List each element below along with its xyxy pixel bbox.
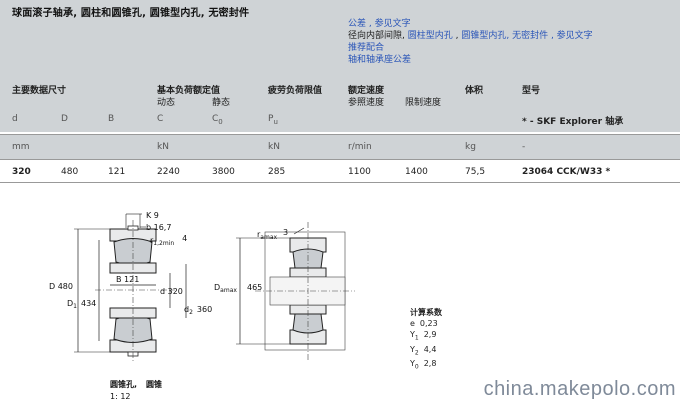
basic-load-header: 基本负荷额定值 xyxy=(157,86,221,96)
cell-C: 2240 xyxy=(157,167,180,177)
divider xyxy=(0,134,680,135)
page-title: 球面滚子轴承, 圆柱和圆锥孔, 圆锥型内孔, 无密封件 xyxy=(12,8,250,19)
units-row: mm kN kN r/min kg - xyxy=(0,135,680,159)
dim-r12: r1,2min4 xyxy=(150,234,187,247)
taper-label: 圆锥孔, xyxy=(110,379,137,389)
reference-link[interactable]: 轴和轴承座公差 xyxy=(348,55,412,65)
dim-K: K 9 xyxy=(146,211,159,220)
reference-link-line: 径向内部间隙, 圆柱型内孔 , 圆锥型内孔, 无密封件 , 参见文字 xyxy=(348,30,593,42)
calc-factors-title: 计算系数 xyxy=(410,308,442,317)
table-row: 320 480 121 2240 3800 285 1100 1400 75,5… xyxy=(0,160,680,182)
divider xyxy=(0,182,680,183)
sym-D: D xyxy=(61,114,68,124)
dim-b: b 16,7 xyxy=(146,223,171,232)
cell-mass: 75,5 xyxy=(465,167,486,177)
reference-link[interactable]: , 无密封件 xyxy=(506,31,549,41)
reference-link[interactable]: 圆柱型内孔 xyxy=(407,31,453,41)
fatigue-header: 疲劳负荷限值 xyxy=(268,86,323,96)
bearing-section-left xyxy=(74,213,187,362)
unit-kn-fatigue: kN xyxy=(268,142,280,152)
reference-text: , xyxy=(452,31,462,41)
dynamic-label: 动态 xyxy=(157,98,176,108)
cell-C0: 3800 xyxy=(212,167,235,177)
cell-d: 320 xyxy=(12,167,31,177)
sym-Pu: Pu xyxy=(268,114,278,126)
reference-link[interactable]: , 参见文字 xyxy=(548,31,593,41)
designation-header: 型号 xyxy=(522,86,541,96)
reference-text: 径向内部间隙, xyxy=(348,31,408,41)
cell-designation: 23064 CCK/W33 * xyxy=(522,167,611,177)
divider xyxy=(0,159,680,160)
unit-rmin: r/min xyxy=(348,142,372,152)
unit-kg: kg xyxy=(465,142,476,152)
unit-mm: mm xyxy=(12,142,30,152)
unit-kn-load: kN xyxy=(157,142,169,152)
reference-link[interactable]: 公差 xyxy=(348,19,367,29)
designation-note: * - SKF Explorer 轴承 xyxy=(522,117,624,127)
sym-d: d xyxy=(12,114,18,124)
sym-C: C xyxy=(157,114,164,124)
dim-Damax: Damax xyxy=(214,283,237,294)
cell-limit-speed: 1400 xyxy=(405,167,428,177)
mounting-section-right xyxy=(236,222,355,362)
dim-Damax-val: 465 xyxy=(247,283,262,292)
main-dims-header: 主要数据尺寸 xyxy=(12,86,67,96)
reference-link[interactable]: , 参见文字 xyxy=(366,19,411,29)
cell-B: 121 xyxy=(108,167,126,177)
cell-ref-speed: 1100 xyxy=(348,167,371,177)
dim-d: d 320 xyxy=(160,287,183,296)
table-header: 主要数据尺寸 基本负荷额定值 动态 静态 疲劳负荷限值 额定速度 参照速度 限制… xyxy=(0,77,680,132)
sym-C0: C0 xyxy=(212,114,223,126)
mass-header: 体积 xyxy=(465,86,484,96)
header-band: 球面滚子轴承, 圆柱和圆锥孔, 圆锥型内孔, 无密封件 公差 , 参见文字径向内… xyxy=(0,0,680,77)
tapered-label: 圆锥 xyxy=(146,379,162,389)
dim-B: B 121 xyxy=(116,275,139,284)
sym-B: B xyxy=(108,114,115,124)
ref-speed-label: 参照速度 xyxy=(348,98,385,108)
watermark: china.makepolo.com xyxy=(483,378,676,400)
unit-dash: - xyxy=(522,142,526,152)
dim-ramax: ramax3 xyxy=(257,228,288,241)
taper-ratio: 1: 12 xyxy=(110,392,131,401)
reference-links: 公差 , 参见文字径向内部间隙, 圆柱型内孔 , 圆锥型内孔, 无密封件 , 参… xyxy=(348,18,593,66)
reference-link[interactable]: 推荐配合 xyxy=(348,43,385,53)
dim-D: D 480 xyxy=(49,282,73,291)
reference-link[interactable]: 圆锥型内孔 xyxy=(461,31,507,41)
static-label: 静态 xyxy=(212,98,231,108)
limit-speed-label: 限制速度 xyxy=(405,98,442,108)
speed-header: 额定速度 xyxy=(348,86,385,96)
cell-Pu: 285 xyxy=(268,167,286,177)
reference-link-line: 推荐配合 xyxy=(348,42,593,54)
reference-link-line: 公差 , 参见文字 xyxy=(348,18,593,30)
reference-link-line: 轴和轴承座公差 xyxy=(348,54,593,66)
cell-D: 480 xyxy=(61,167,79,177)
